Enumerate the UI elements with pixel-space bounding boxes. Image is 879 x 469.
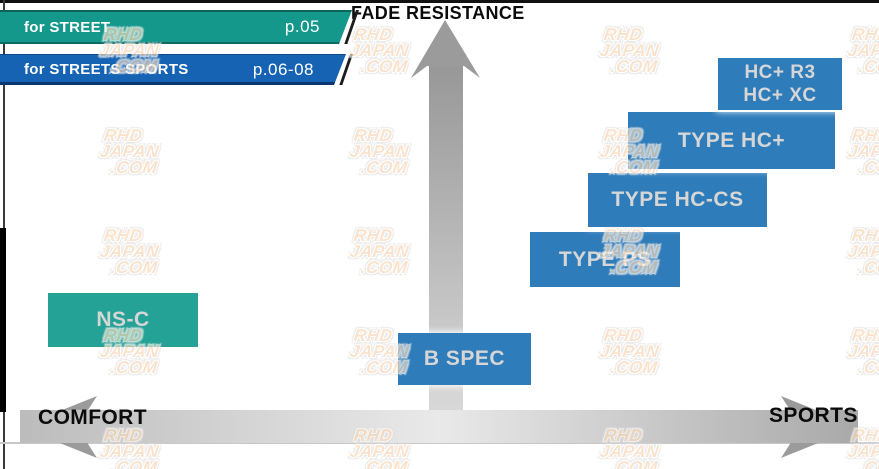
banner-for-street: for STREET p.05 xyxy=(0,10,352,44)
product-label: TYPE PS xyxy=(558,247,652,271)
product-label: TYPE HC-CS xyxy=(611,188,744,211)
banner-for-street-page: p.05 xyxy=(284,17,320,36)
top-border-line xyxy=(0,0,879,3)
banner-for-streets-sports-label: for STREETS SPORTS xyxy=(24,61,189,78)
banner-for-streets-sports: for STREETS SPORTS p.06-08 xyxy=(0,54,346,85)
product-box-b-spec: B SPEC xyxy=(398,333,531,385)
horizontal-axis-bar xyxy=(20,410,858,443)
product-box-type-ps: TYPE PS xyxy=(530,232,680,287)
left-border-bar xyxy=(0,228,6,412)
product-label: B SPEC xyxy=(423,347,506,370)
vertical-axis-shaft xyxy=(429,62,463,442)
fade-resistance-axis-label: FADE RESISTANCE xyxy=(351,3,525,23)
product-label: HC+ R3 xyxy=(744,62,816,83)
product-label: NS-C xyxy=(96,308,150,331)
comfort-axis-label: COMFORT xyxy=(38,406,147,429)
product-box-type-hc-: TYPE HC+ xyxy=(628,112,835,169)
banner-for-street-label: for STREET xyxy=(24,18,111,36)
sports-axis-label: SPORTS xyxy=(769,404,858,427)
product-box-type-hc-cs: TYPE HC-CS xyxy=(588,173,767,227)
product-label: HC+ XC xyxy=(743,85,817,106)
banner-for-streets-sports-page: p.06-08 xyxy=(252,59,314,79)
fade-arrowhead xyxy=(411,20,480,78)
product-box-ns-c: NS-C xyxy=(48,293,198,347)
product-label: TYPE HC+ xyxy=(677,128,786,152)
